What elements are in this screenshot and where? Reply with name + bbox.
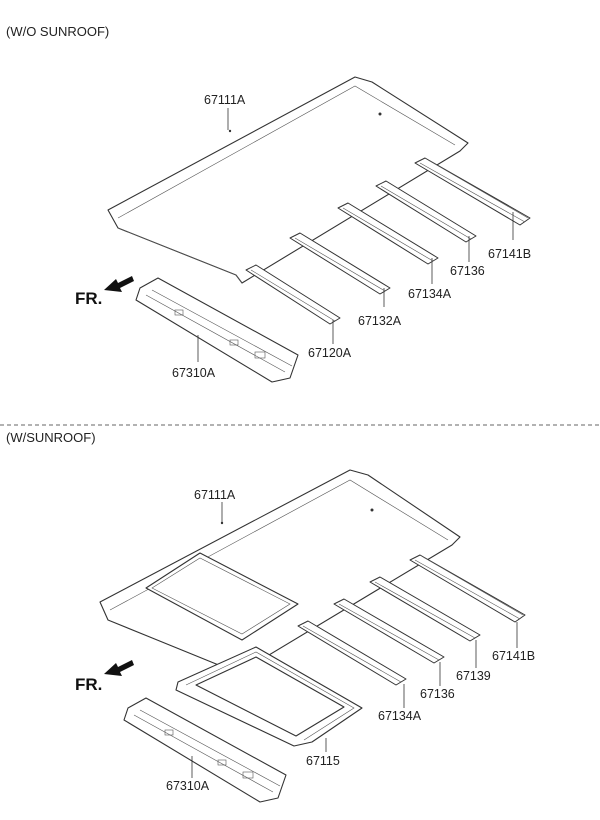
part-number-rail-5: 67120A (308, 346, 352, 360)
roof-panel-sunroof (99, 469, 461, 677)
roof-rail-2 (375, 180, 477, 243)
part-number-rail-2: 67136 (450, 264, 485, 278)
roof-rail-2-sunroof (369, 576, 481, 642)
part-number-frame-sunroof: 67115 (306, 754, 340, 768)
front-header-panel-sunroof (123, 697, 287, 803)
part-number-header: 67310A (172, 366, 216, 380)
sunroof-frame (175, 646, 363, 747)
part-number-rail-4: 67132A (358, 314, 402, 328)
roof-rail-3-sunroof (333, 598, 445, 664)
part-number-header-sunroof: 67310A (166, 779, 210, 793)
roof-rail-rear-sunroof (409, 554, 526, 623)
section-title-with-sunroof: (W/SUNROOF) (6, 430, 96, 445)
part-number-rail-3-sunroof: 67136 (420, 687, 455, 701)
part-number-rail-1-sunroof: 67141B (492, 649, 535, 663)
roof-rail-rear (414, 157, 531, 226)
section-without-sunroof: FR. 67111A 67141B 67136 67134A 67132A 67… (75, 76, 531, 383)
roof-rail-4-sunroof (297, 620, 407, 686)
roof-rail-front (245, 264, 341, 325)
roof-rail-4 (289, 232, 391, 295)
part-number-rail-3: 67134A (408, 287, 452, 301)
front-header-panel (135, 277, 299, 383)
roof-rail-3 (337, 202, 439, 265)
front-direction-arrow-icon (104, 276, 134, 292)
roof-panel (107, 76, 469, 284)
front-label: FR. (75, 289, 102, 308)
part-number-roof-panel: 67111A (204, 93, 246, 107)
part-number-rail-4-sunroof: 67134A (378, 709, 422, 723)
front-direction-arrow-icon (104, 660, 134, 676)
front-label-sunroof: FR. (75, 675, 102, 694)
part-number-rail-1: 67141B (488, 247, 531, 261)
part-number-rail-2-sunroof: 67139 (456, 669, 491, 683)
part-number-roof-panel-sunroof: 67111A (194, 488, 236, 502)
section-with-sunroof: FR. 67111A 67141B 67139 67136 67134A 671… (75, 469, 535, 803)
section-title-without-sunroof: (W/O SUNROOF) (6, 24, 110, 39)
